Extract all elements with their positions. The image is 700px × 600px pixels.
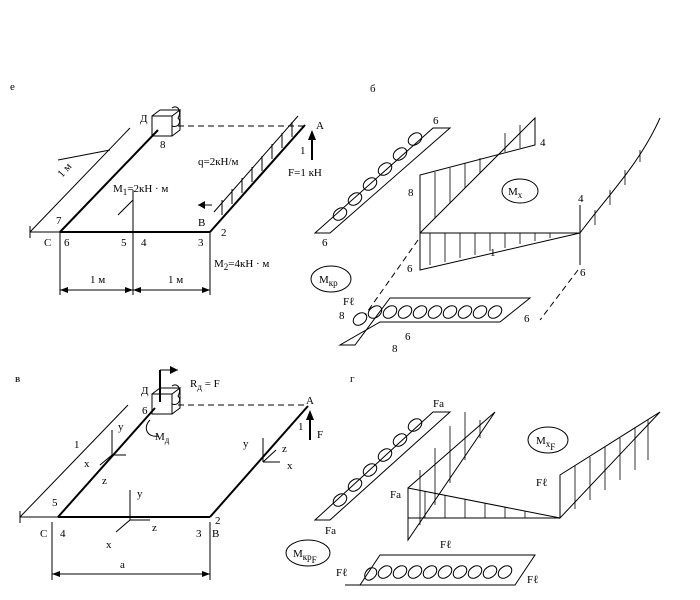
value-label: 8 — [339, 310, 345, 322]
Mkr-label: Mкр — [319, 274, 338, 288]
axis-z-label: z — [282, 443, 287, 455]
section-label: 2 — [221, 227, 227, 239]
moment-M1-label: M1=2кН · м — [113, 183, 168, 197]
value-label: 6 — [407, 263, 413, 275]
section-label: 4 — [60, 528, 66, 540]
point-B-label: B — [212, 528, 219, 540]
section-label: 7 — [56, 215, 62, 227]
moment-M2-label: M2=4кН · м — [214, 258, 269, 272]
section-label: 1 — [300, 145, 306, 157]
q-load-label: q=2кН/м — [198, 156, 239, 168]
force-F-label: F — [317, 429, 323, 441]
length-label: 1 м — [55, 161, 74, 180]
frame-scheme-1 — [29, 106, 316, 295]
dimension-a-label: a — [120, 559, 125, 571]
section-label: 1 — [298, 421, 304, 433]
panel-label-b: б — [370, 83, 376, 95]
point-C-label: C — [40, 528, 47, 540]
point-A-label: A — [306, 395, 314, 407]
point-B-label: B — [198, 217, 205, 229]
value-label: 6 — [322, 237, 328, 249]
value-label: 6 — [580, 267, 586, 279]
section-label: 4 — [141, 237, 147, 249]
Fl-label: Fℓ — [527, 574, 538, 586]
Mx-label: Mx — [508, 186, 523, 200]
panel-label-a: е — [10, 81, 15, 93]
section-label: 5 — [121, 237, 127, 249]
point-C-label: C — [44, 237, 51, 249]
moment-Md-label: Mд — [155, 431, 170, 445]
value-label: 1 — [490, 247, 496, 259]
section-label: 6 — [142, 405, 148, 417]
axis-x-label: x — [84, 458, 90, 470]
axis-y-label: y — [137, 488, 143, 500]
point-A-label: A — [316, 120, 324, 132]
value-label: 4 — [540, 137, 546, 149]
section-label: 3 — [196, 528, 202, 540]
panel-label-d: г — [350, 373, 355, 385]
Fa-label: Fa — [325, 525, 336, 537]
value-label: 6 — [405, 331, 411, 343]
value-label: 6 — [433, 115, 439, 127]
Mx-F-label: MxF — [536, 435, 555, 452]
section-label: 2 — [215, 515, 221, 527]
Fl-label: Fℓ — [440, 539, 451, 551]
section-label: 3 — [198, 237, 204, 249]
Fa-label: Fa — [433, 398, 444, 410]
axis-z-label: z — [152, 522, 157, 534]
axis-y-label: y — [243, 438, 249, 450]
section-label: 8 — [160, 139, 166, 151]
axis-x-label: x — [287, 460, 293, 472]
Fa-label: Fa — [390, 489, 401, 501]
dimension-right-label: 1 м — [168, 274, 183, 286]
distributed-load-q — [213, 115, 299, 215]
value-label: 4 — [578, 193, 584, 205]
value-label: 8 — [408, 187, 414, 199]
force-F-label: F=1 кН — [288, 167, 322, 179]
Fl-label: Fℓ — [536, 477, 547, 489]
section-label: 1 — [74, 439, 80, 451]
dimension-left-label: 1 м — [90, 274, 105, 286]
value-label: 6 — [524, 313, 530, 325]
section-label: 6 — [64, 237, 70, 249]
moment-diagrams-2 — [285, 411, 661, 586]
section-label: 5 — [52, 497, 58, 509]
axis-z-label: z — [102, 475, 107, 487]
point-D-label: Д — [141, 385, 149, 397]
value-label: 8 — [392, 343, 398, 355]
axis-y-label: y — [118, 421, 124, 433]
moment-diagrams-1 — [310, 116, 661, 346]
Fl-label: Fℓ — [343, 296, 354, 308]
reaction-R-label: Rд = F — [190, 378, 220, 392]
panel-label-c: в — [15, 373, 20, 385]
axis-x-label: x — [106, 539, 112, 551]
Fl-label: Fℓ — [336, 567, 347, 579]
Mkr-F-label: MкрF — [293, 548, 317, 565]
frame-scheme-2 — [19, 366, 314, 580]
point-D-label: Д — [140, 113, 148, 125]
